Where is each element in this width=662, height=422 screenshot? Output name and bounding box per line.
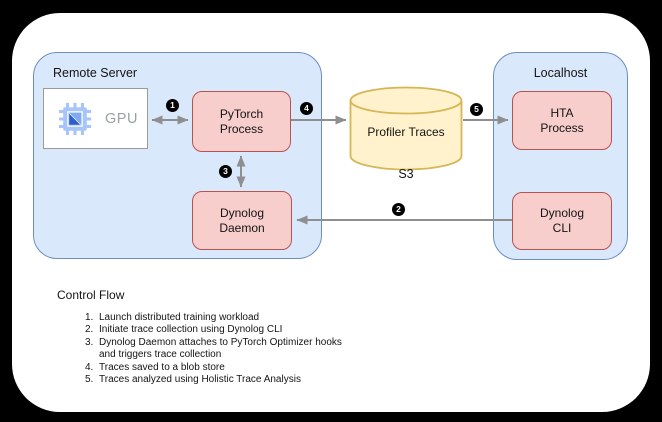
remote-server-label: Remote Server bbox=[53, 66, 138, 80]
hta-process-box: HTA Process bbox=[512, 91, 612, 150]
list-item-number: 3. bbox=[85, 336, 94, 348]
gpu-chip-icon bbox=[58, 102, 92, 136]
s3-cylinder bbox=[349, 86, 463, 177]
list-item: 3. Dynolog Daemon attaches to PyTorch Op… bbox=[85, 337, 425, 362]
step-badge-3: 3 bbox=[219, 165, 232, 178]
list-item-text: Initiate trace collection using Dynolog … bbox=[99, 324, 283, 336]
pytorch-process-label: PyTorch Process bbox=[219, 106, 264, 136]
hta-process-label: HTA Process bbox=[540, 105, 584, 135]
list-item-text: Traces analyzed using Holistic Trace Ana… bbox=[99, 374, 301, 386]
list-item-number: 1. bbox=[85, 312, 94, 323]
localhost-label: Localhost bbox=[533, 66, 588, 80]
control-flow-title: Control Flow bbox=[57, 288, 125, 302]
list-item-number: 2. bbox=[85, 324, 94, 336]
list-item: 2. Initiate trace collection using Dynol… bbox=[85, 324, 425, 336]
list-item: 1. Launch distributed training workload bbox=[85, 312, 425, 324]
dynolog-daemon-label: Dynolog Daemon bbox=[219, 205, 265, 235]
pytorch-process-box: PyTorch Process bbox=[192, 91, 291, 152]
list-item-text: Launch distributed training workload bbox=[99, 312, 260, 323]
list-item-number: 4. bbox=[85, 361, 94, 373]
gpu-box: GPU bbox=[43, 88, 148, 149]
profiler-traces-label: Profiler Traces bbox=[367, 125, 445, 139]
list-item-text: Traces saved to a blob store bbox=[99, 361, 225, 373]
step-badge-2: 2 bbox=[392, 203, 405, 216]
control-flow-list: 1. Launch distributed training workload … bbox=[85, 312, 425, 386]
s3-caption: S3 bbox=[398, 167, 414, 181]
list-item: 4. Traces saved to a blob store bbox=[85, 362, 425, 374]
step-badge-5: 5 bbox=[470, 103, 483, 116]
dynolog-cli-box: Dynolog CLI bbox=[512, 192, 612, 250]
dynolog-cli-label: Dynolog CLI bbox=[539, 206, 585, 235]
step-badge-1: 1 bbox=[166, 99, 179, 112]
list-item-text: Dynolog Daemon attaches to PyTorch Optim… bbox=[99, 336, 342, 361]
gpu-label: GPU bbox=[105, 110, 138, 127]
dynolog-daemon-box: Dynolog Daemon bbox=[192, 191, 292, 250]
step-badge-4: 4 bbox=[300, 102, 313, 115]
list-item: 5. Traces analyzed using Holistic Trace … bbox=[85, 374, 425, 386]
list-item-number: 5. bbox=[85, 374, 94, 386]
